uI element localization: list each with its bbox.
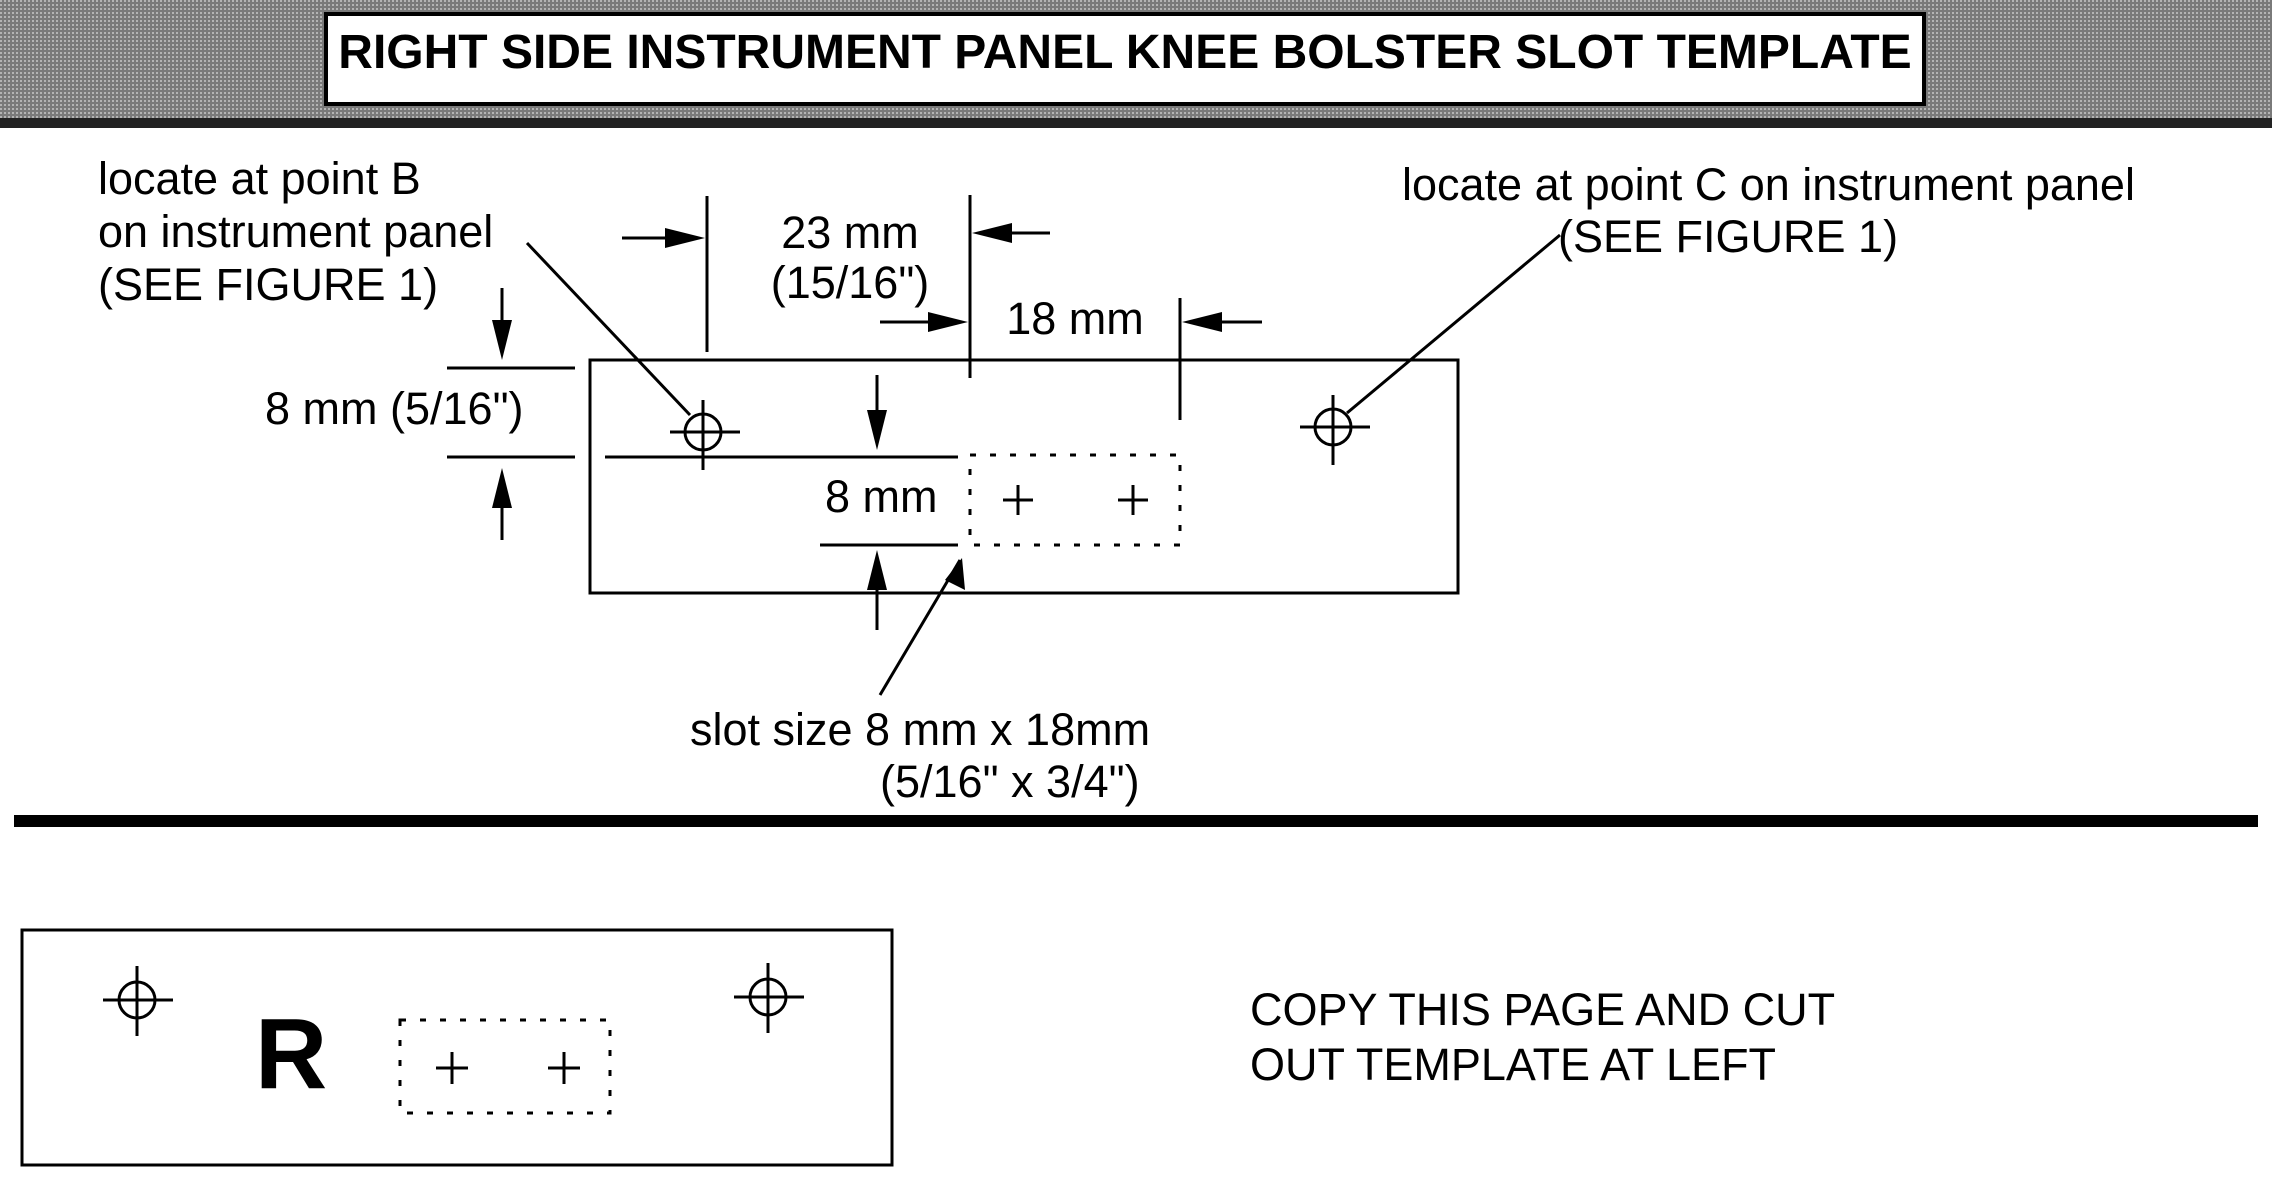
plus-mark-3: [436, 1052, 468, 1084]
leader-point-c: [1346, 233, 1561, 415]
target-right-icon: [734, 963, 804, 1033]
callout-b-line-3: (SEE FIGURE 1): [98, 259, 438, 310]
cutout-template: [20, 928, 894, 1167]
separator-rule: [14, 815, 2258, 827]
arrow-head-right-icon: [665, 228, 705, 248]
arrow-head-up-icon: [867, 550, 887, 590]
template-outline: [588, 358, 1460, 595]
leader-point-b: [525, 241, 692, 417]
slot-size-line-1: slot size 8 mm x 18mm: [690, 704, 1150, 755]
dim-horizontal-mm: 23 mm: [781, 207, 919, 258]
cutout-outline: [20, 928, 894, 1167]
plus-mark-2: [1118, 485, 1148, 515]
arrow-head-down-icon: [867, 410, 887, 450]
arrow-head-diag-icon: [945, 558, 965, 590]
arrow-head-right-icon: [928, 312, 968, 332]
slot-size-line-2: (5/16" x 3/4"): [880, 756, 1140, 807]
instruction-line-2: OUT TEMPLATE AT LEFT: [1250, 1039, 1776, 1090]
arrow-heads: [492, 223, 1222, 590]
target-left-icon: [103, 966, 173, 1036]
cutout-slot-outline: [398, 1018, 612, 1115]
dim-slot-height: 8 mm: [825, 471, 938, 522]
top-diagram: [447, 195, 1561, 696]
arrow-head-left-icon: [1182, 312, 1222, 332]
title-box: [324, 12, 1926, 106]
arrow-head-down-icon: [492, 320, 512, 360]
plus-mark-1: [1003, 485, 1033, 515]
top-labels: locate at point B on instrument panel (S…: [98, 153, 2135, 807]
dim-left-offset: 8 mm (5/16"): [265, 383, 524, 434]
arrow-head-left-icon: [972, 223, 1012, 243]
target-c-icon: [1300, 395, 1370, 465]
leader-slot: [878, 559, 962, 696]
plus-mark-4: [548, 1052, 580, 1084]
callout-b-line-1: locate at point B: [98, 153, 421, 204]
callout-b-line-2: on instrument panel: [98, 206, 493, 257]
target-b-icon: [670, 400, 740, 470]
header-band: RIGHT SIDE INSTRUMENT PANEL KNEE BOLSTER…: [0, 0, 2272, 128]
arrow-head-up-icon: [492, 468, 512, 508]
callout-c-line-2: (SEE FIGURE 1): [1558, 211, 1898, 262]
page-title: RIGHT SIDE INSTRUMENT PANEL KNEE BOLSTER…: [338, 26, 1911, 79]
dim-horizontal-in: (15/16"): [771, 257, 930, 308]
dim-slot-length: 18 mm: [1006, 293, 1144, 344]
template-letter: R: [255, 998, 327, 1110]
callout-c-line-1: locate at point C on instrument panel: [1402, 159, 2135, 210]
slot-outline: [968, 453, 1182, 547]
instruction-line-1: COPY THIS PAGE AND CUT: [1250, 984, 1835, 1035]
